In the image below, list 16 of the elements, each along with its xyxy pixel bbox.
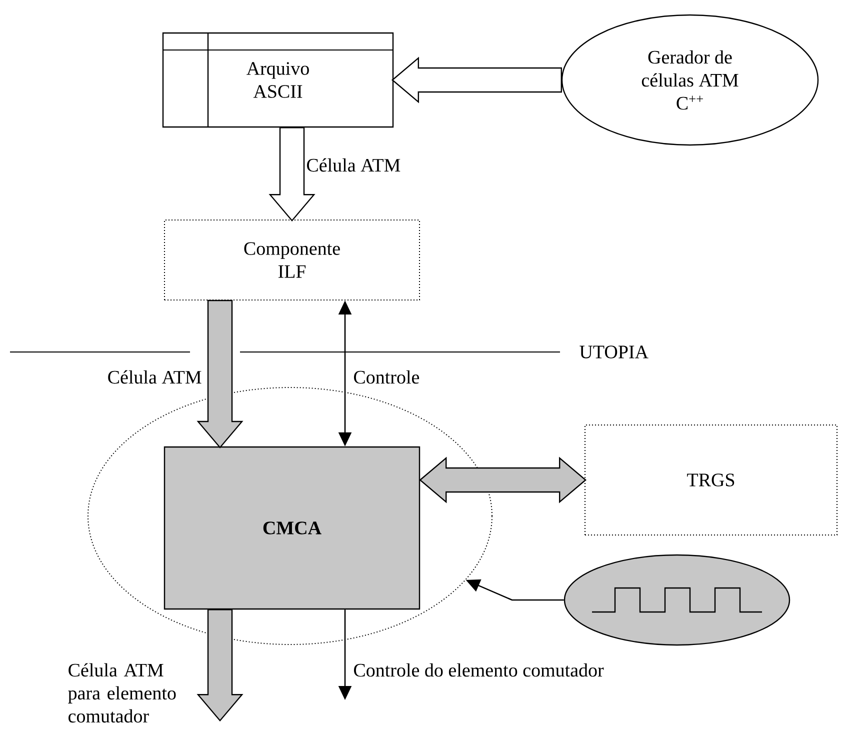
dotted-box: Componente ILF <box>164 220 420 300</box>
interface-label: UTOPIA <box>580 346 648 358</box>
block-arrow <box>196 300 244 448</box>
edge-label: Controle do elemento comutador <box>354 663 604 677</box>
edge-label: Célula ATM <box>108 370 202 384</box>
shaded-box: CMCA <box>164 446 420 610</box>
dotted-box: TRGS <box>584 424 838 536</box>
block-arrow <box>196 609 244 722</box>
block-arrow <box>268 127 316 222</box>
clock-signal-ellipse <box>564 554 790 646</box>
edge-label: Célula ATM para elemento comutador <box>68 663 176 723</box>
edge-label: Controle <box>354 370 420 384</box>
file-box: Arquivo ASCII <box>162 32 394 128</box>
dotted-ellipse <box>88 387 492 645</box>
edge-label: Célula ATM <box>307 158 400 172</box>
block-arrow <box>391 56 562 104</box>
